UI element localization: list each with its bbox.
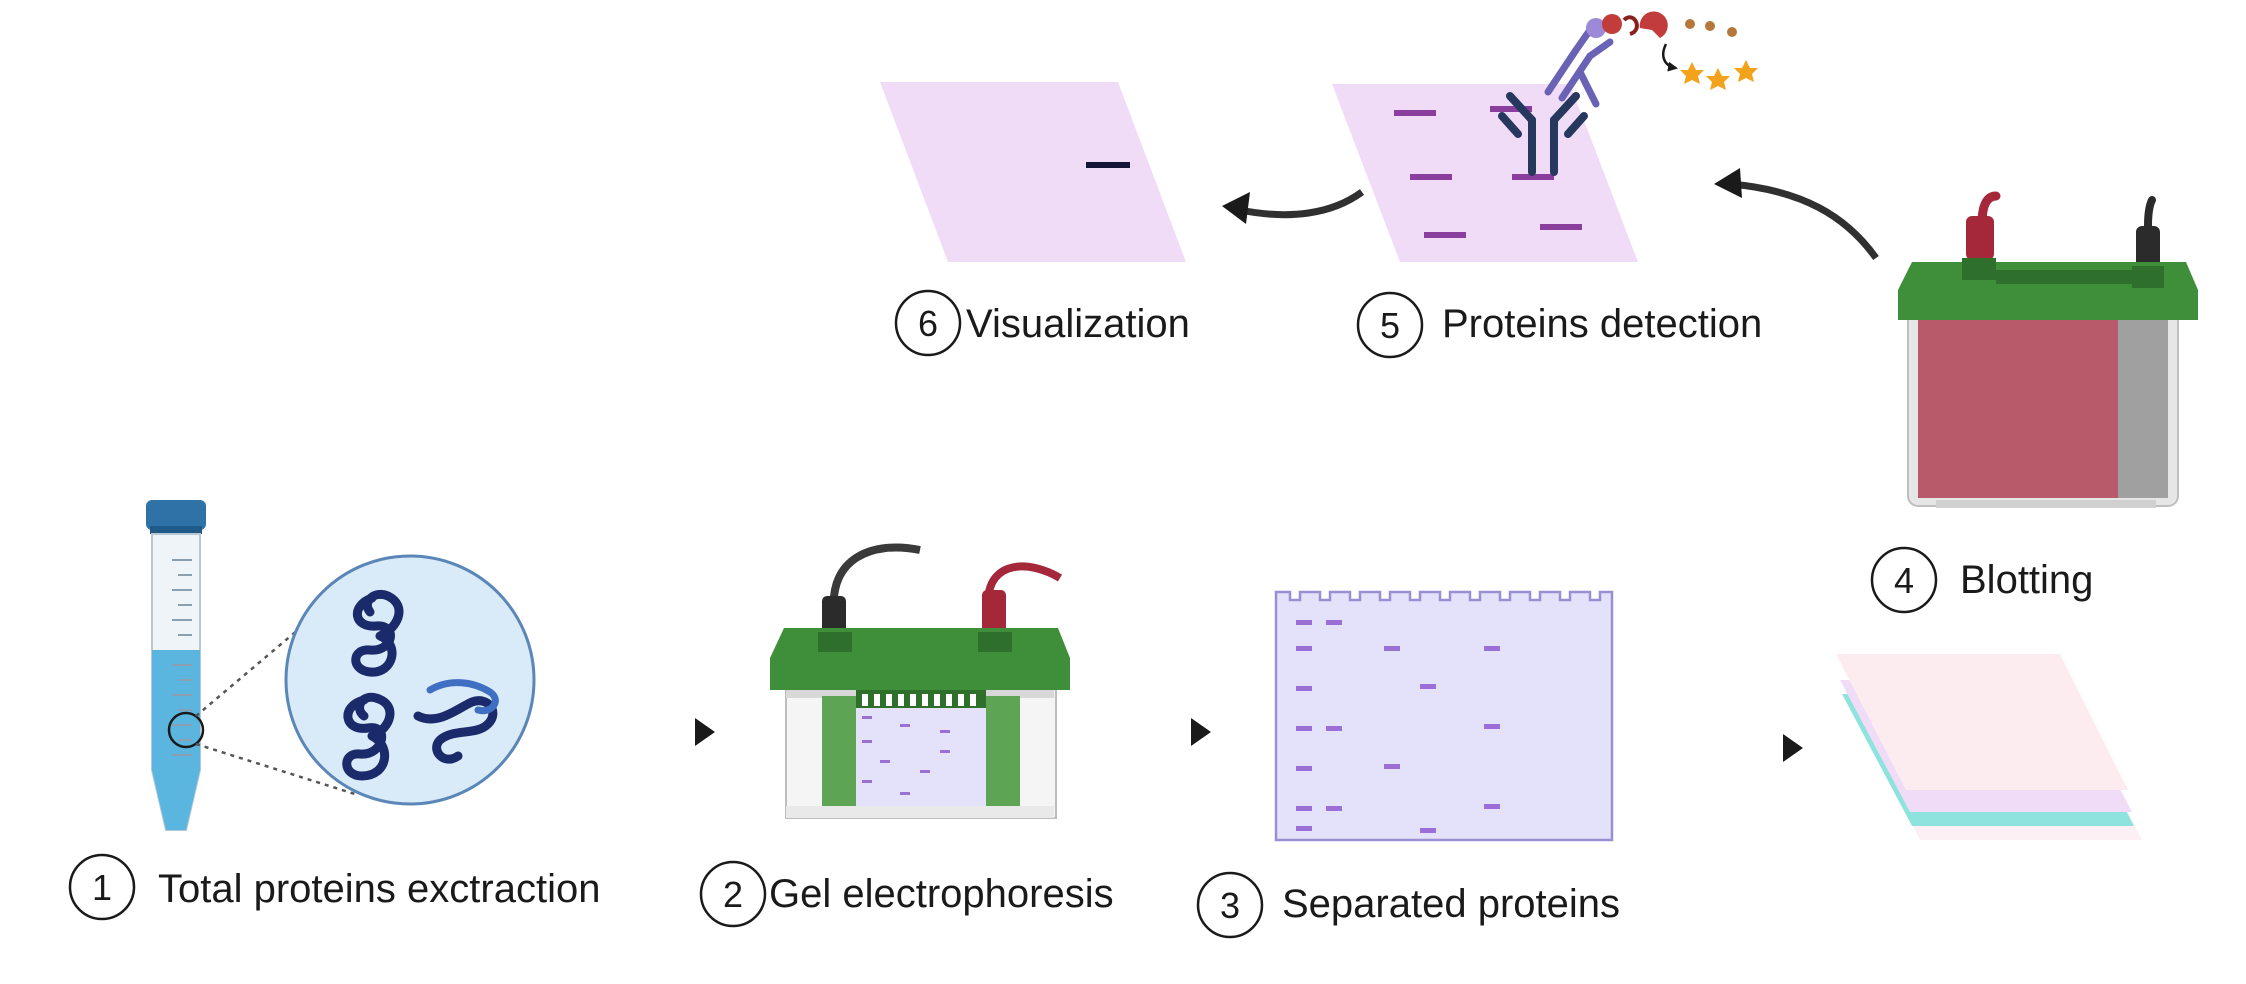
blotting-tank-icon [1898,191,2198,508]
step-3-number: 3 [1220,885,1240,926]
arrow-4-to-5-head [1714,168,1742,198]
detected-band [1086,162,1130,168]
separated-gel-icon [1274,590,1614,842]
step-5-number: 5 [1380,305,1400,346]
centrifuge-tube-icon [146,500,206,831]
arrow-5-to-6-head [1222,192,1250,224]
electrophoresis-tank-icon [770,543,1070,819]
step-3-label: Separated proteins [1282,882,1620,926]
step-1-label: Total proteins exctraction [158,867,600,911]
arrow-5-to-6 [1239,189,1365,219]
detection-membrane-icon [1332,84,1638,262]
step-1-badge: 1 [68,853,136,921]
step-4-badge: 4 [1870,546,1938,614]
step-6-label: Visualization [966,302,1190,346]
step-5-label: Proteins detection [1442,302,1762,346]
arrow-3-to-4-head [1783,734,1803,762]
enzyme-substrate-icon [1586,11,1758,90]
step-2-number: 2 [723,874,743,915]
secondary-antibody-icon [1544,26,1614,108]
arrow-4-to-5 [1729,180,1879,261]
step-2-label: Gel electrophoresis [769,872,1114,916]
step-3-badge: 3 [1196,871,1264,939]
arrow-1-to-2-head [695,718,715,746]
step-6-badge: 6 [894,289,962,357]
arrow-2-to-3-head [1191,718,1211,746]
blotting-sandwich-stack-icon [1836,654,2142,840]
primary-antibody-icon [1498,92,1588,176]
step-4-label: Blotting [1960,558,2093,602]
protein-zoom-lens-icon [284,554,536,806]
step-5-badge: 5 [1356,291,1424,359]
visualization-membrane-icon [880,82,1186,262]
step-6-number: 6 [918,303,938,344]
step-2-badge: 2 [699,860,767,928]
step-4-number: 4 [1894,560,1914,601]
step-1-number: 1 [92,867,112,908]
